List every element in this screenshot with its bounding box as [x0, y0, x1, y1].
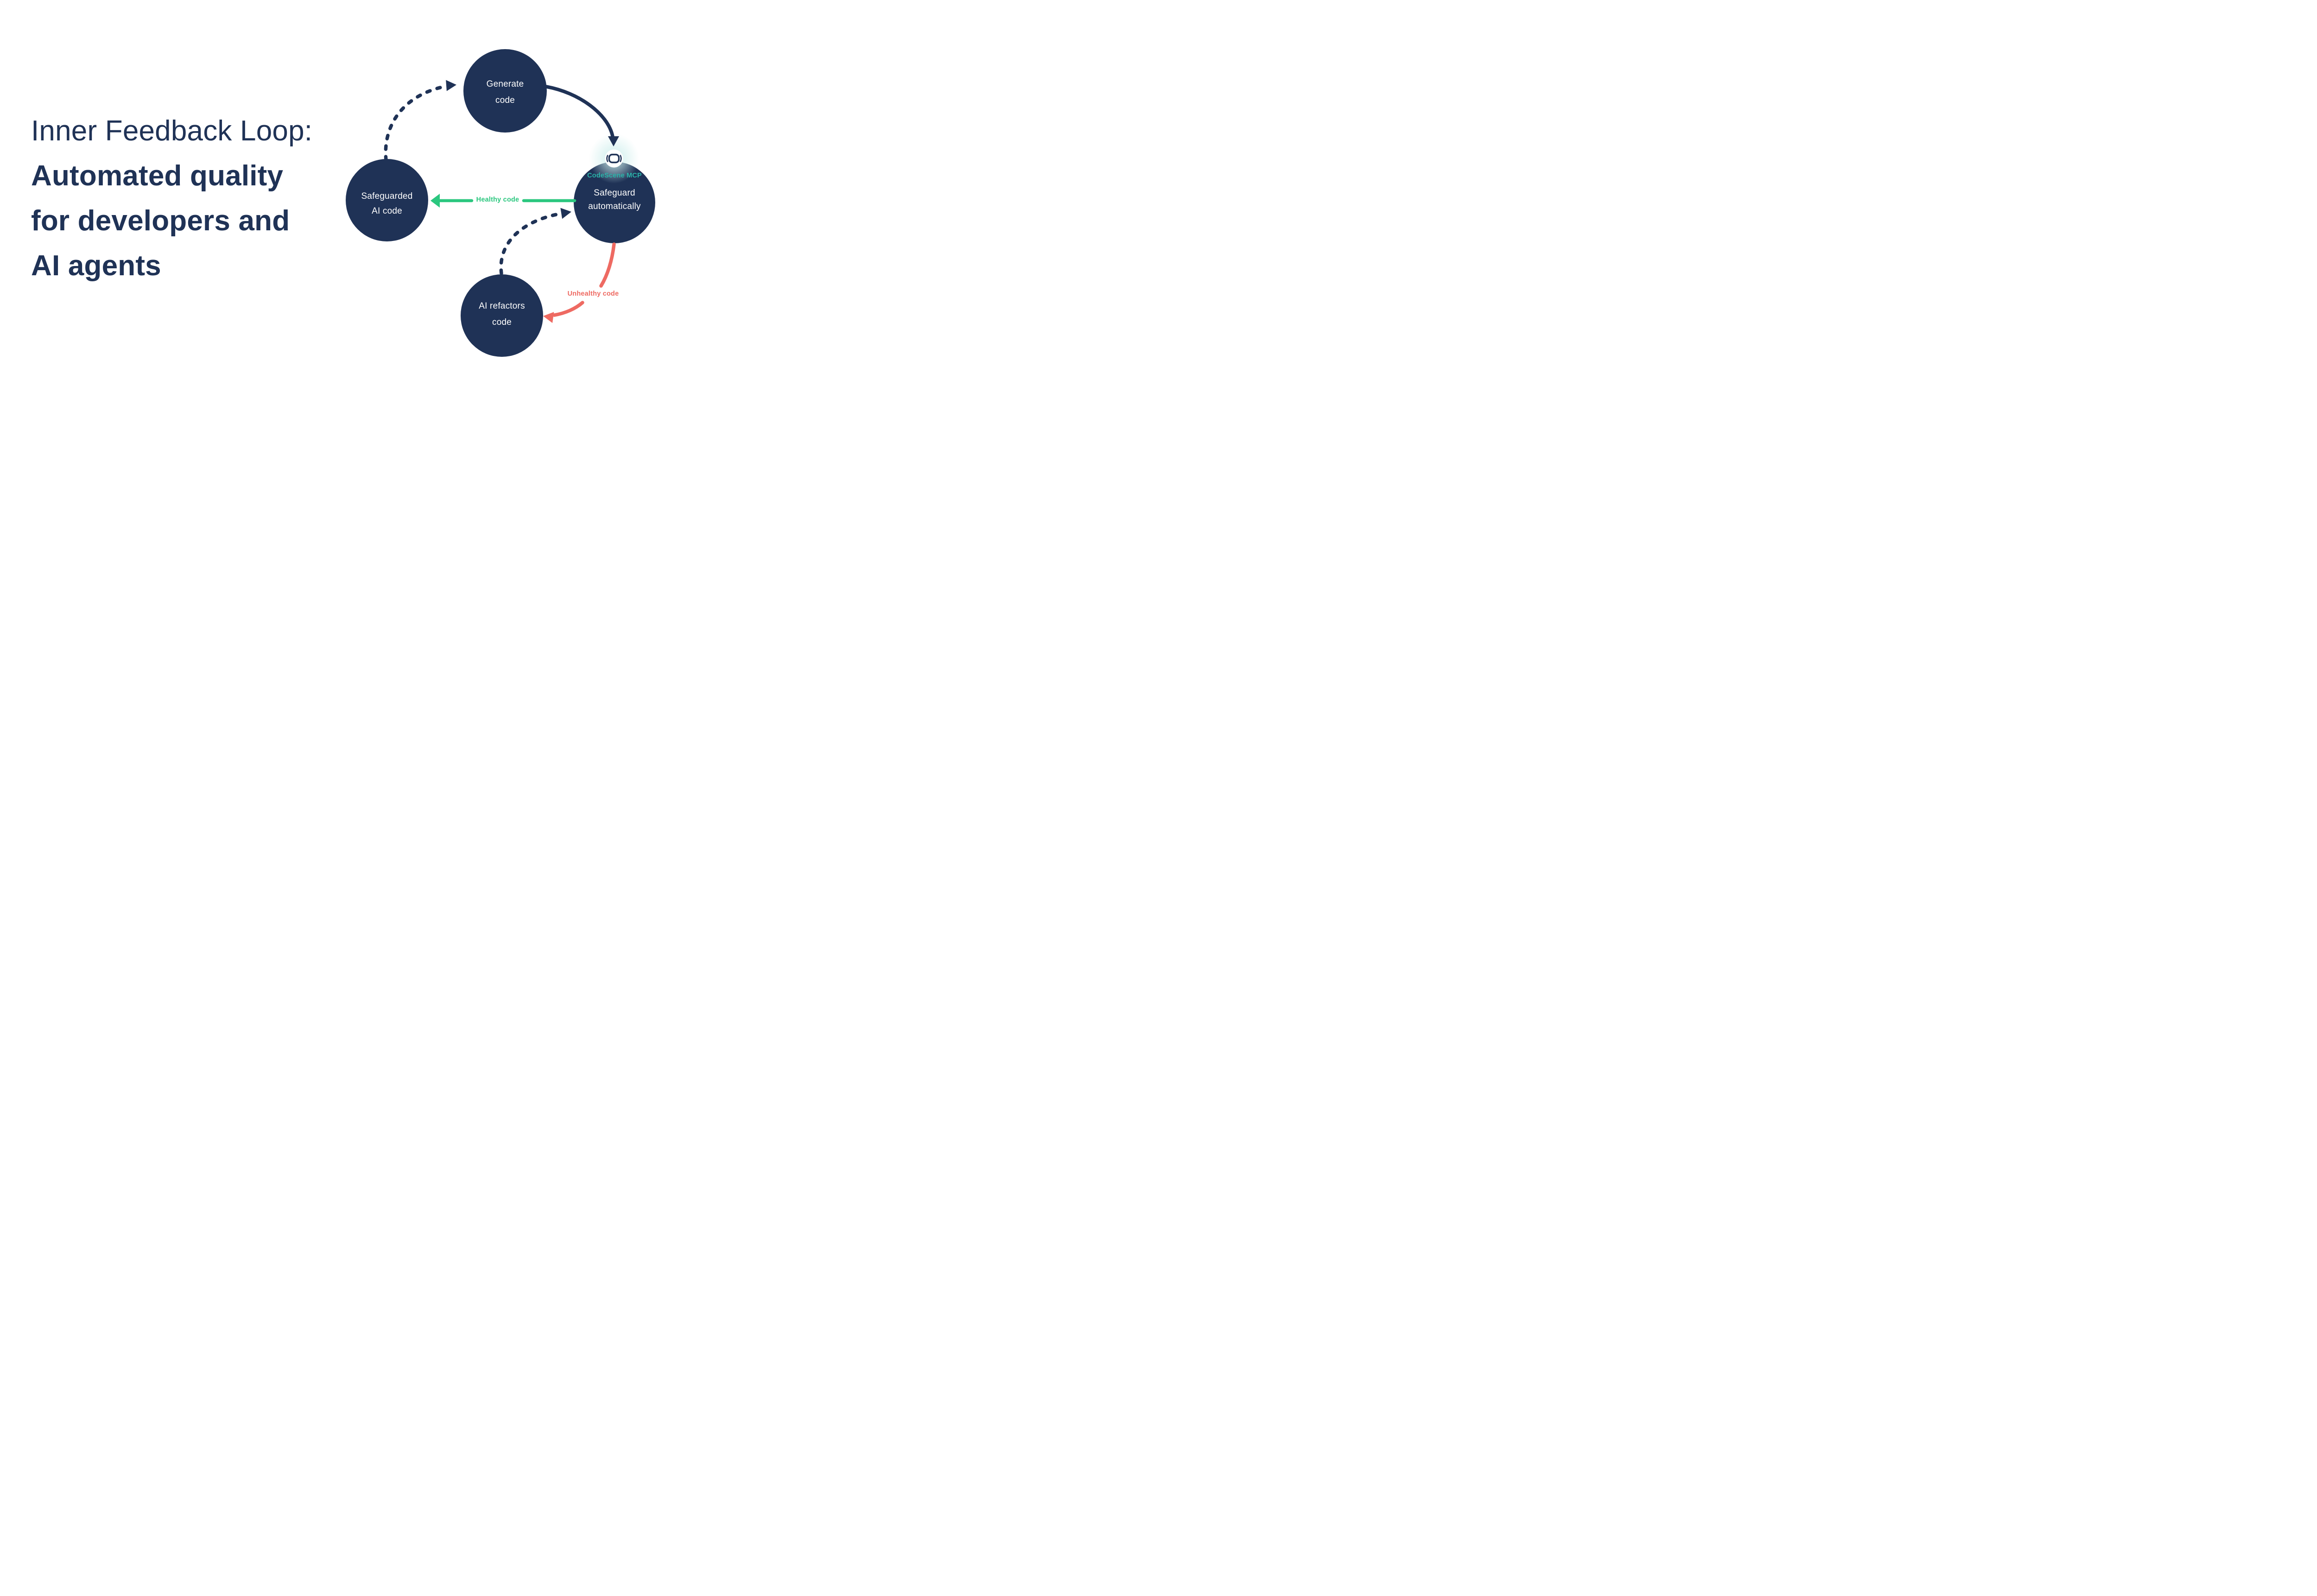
- arrow-refactor-to-safeguard: [499, 212, 560, 275]
- node-generate-code-circle: [463, 49, 547, 133]
- safeguarded-line-2: AI code: [372, 206, 402, 216]
- title-line-1: Inner Feedback Loop:: [31, 115, 313, 147]
- slide-canvas: Inner Feedback Loop: Automated quality f…: [0, 0, 684, 399]
- safeguard-line-2: automatically: [588, 202, 641, 211]
- refactor-line-2: code: [492, 317, 512, 327]
- arrowhead-safeguarded-to-generate: [446, 80, 456, 91]
- codescene-mcp-label: CodeScene MCP: [587, 172, 642, 179]
- title-line-4: AI agents: [31, 250, 161, 282]
- generate-line-2: code: [495, 95, 515, 105]
- node-safeguarded-ai-code-label: Safeguarded AI code: [361, 189, 412, 219]
- node-ai-refactors-code-label: AI refactors code: [479, 298, 525, 330]
- arrow-safeguarded-to-generate: [384, 85, 446, 162]
- refactor-line-1: AI refactors: [479, 301, 525, 311]
- healthy-code-label: Healthy code: [476, 196, 519, 203]
- generate-line-1: Generate: [486, 79, 524, 89]
- arrow-unhealthy-lower-segment: [552, 301, 584, 317]
- node-safeguarded-ai-code-circle: [346, 159, 428, 241]
- arrowhead-refactor-to-safeguard: [560, 208, 571, 219]
- arrowhead-unhealthy: [543, 312, 554, 323]
- arrow-generate-to-safeguard: [544, 85, 614, 138]
- node-safeguard-automatically-label: Safeguard automatically: [588, 186, 640, 213]
- node-generate-code-label: Generate code: [487, 76, 524, 108]
- unhealthy-code-label: Unhealthy code: [567, 290, 619, 298]
- title-line-2: Automated quality: [31, 160, 284, 192]
- codescene-logo-icon: [606, 153, 622, 164]
- arrowhead-generate-to-safeguard: [608, 136, 619, 146]
- safeguarded-line-1: Safeguarded: [361, 191, 413, 201]
- page-title: Inner Feedback Loop: Automated quality f…: [31, 108, 312, 288]
- arrow-unhealthy-upper-segment: [599, 242, 616, 288]
- node-safeguard-automatically-circle: [574, 162, 655, 243]
- title-line-3: for developers and: [31, 205, 290, 237]
- node-ai-refactors-code-circle: [461, 274, 543, 357]
- safeguard-line-1: Safeguard: [594, 188, 635, 198]
- arrowhead-healthy: [430, 194, 440, 208]
- feedback-loop-diagram: [346, 49, 655, 357]
- codescene-badge: [605, 149, 623, 168]
